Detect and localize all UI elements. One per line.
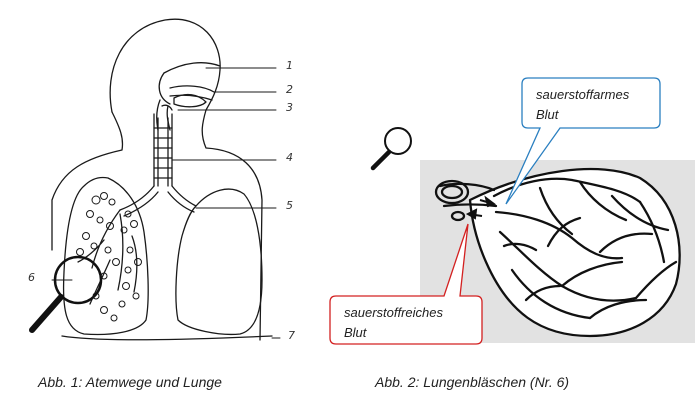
callout-oxygenated: sauerstoffreiches Blut <box>336 300 451 346</box>
callout-deoxygenated-shape <box>505 77 661 205</box>
magnifier-icon <box>370 127 412 171</box>
respiratory-diagram <box>51 18 281 341</box>
label-6: 6 <box>28 271 35 284</box>
blood-flow-arrows <box>465 195 497 220</box>
callout-oxygenated-shape <box>329 223 483 345</box>
callout-oxygenated-line1: sauerstoffreiches <box>344 305 443 320</box>
label-5: 5 <box>286 199 293 212</box>
callout-deoxygenated: sauerstoffarmes Blut <box>528 82 637 128</box>
label-7: 7 <box>288 329 295 342</box>
callout-oxygenated-line2: Blut <box>344 325 367 340</box>
label-4: 4 <box>286 151 293 164</box>
label-2: 2 <box>286 83 293 96</box>
magnifier-icon <box>29 255 103 333</box>
alveolus-diagram <box>434 167 681 338</box>
figure1-caption: Abb. 1: Atemwege und Lunge <box>38 374 222 390</box>
figure2-caption: Abb. 2: Lungenbläschen (Nr. 6) <box>375 374 570 390</box>
callout-deoxygenated-line1: sauerstoffarmes <box>536 87 630 102</box>
label-3: 3 <box>286 101 293 114</box>
label-1: 1 <box>286 59 293 72</box>
callout-deoxygenated-line2: Blut <box>536 107 559 122</box>
